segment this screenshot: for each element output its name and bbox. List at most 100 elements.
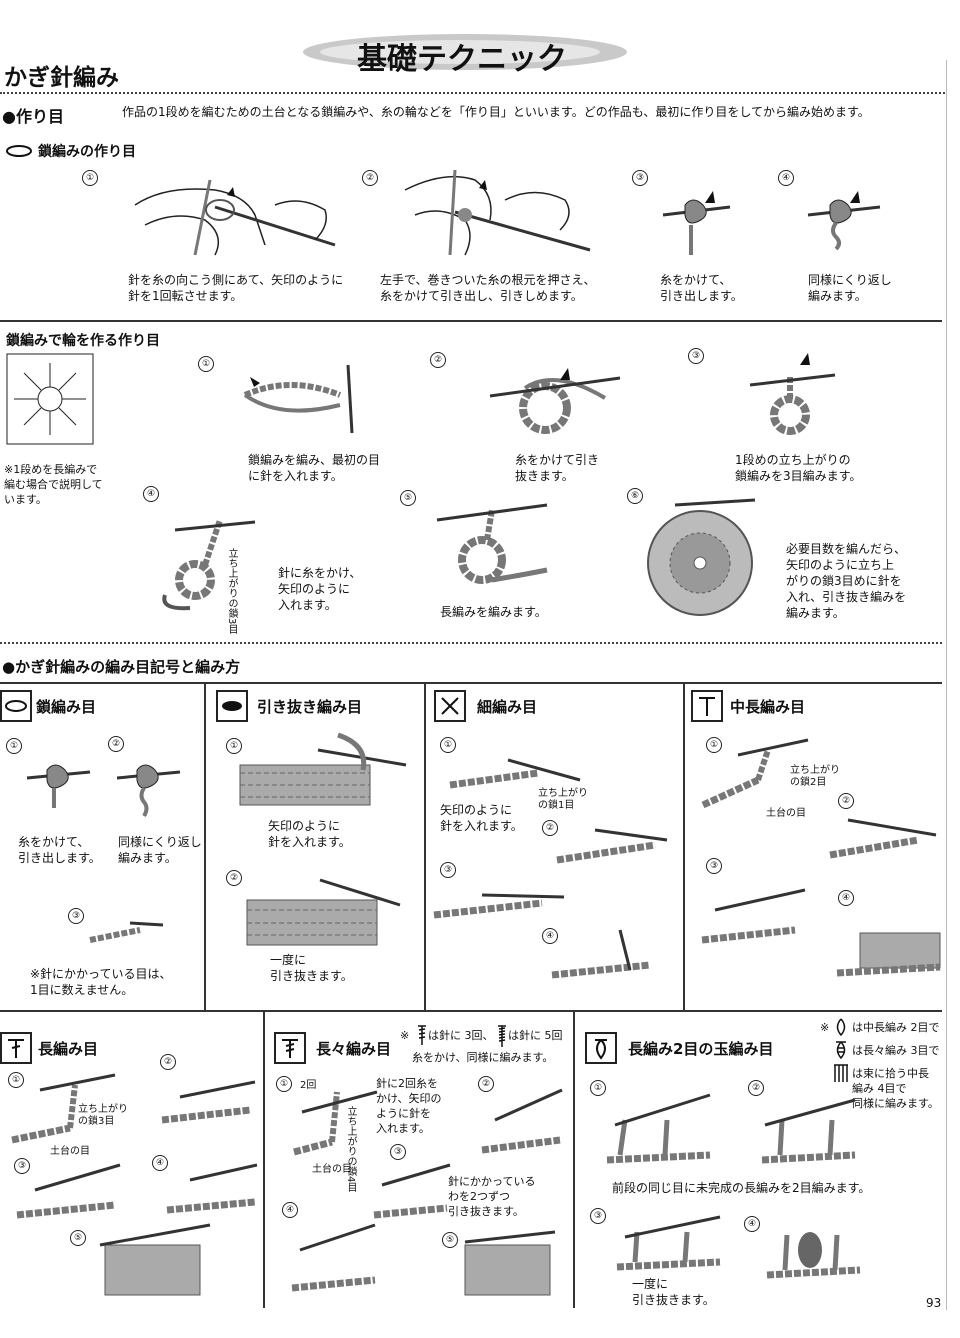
bobble-step-4-illustration [766,1232,861,1279]
double-step-4-illustration [166,1163,258,1214]
ring-step-2-text: 糸をかけて引き 抜きます。 [515,453,600,483]
half-double-label-base: 土台の目 [766,808,806,819]
half-double-step-1-illustration [701,738,809,809]
half-double-stitch-title: 中長編み目 [730,698,806,716]
treble-step-3-text: 針にかかっている わを2つずつ 引き抜きます。 [448,1175,536,1218]
double-step-3-illustration [16,1163,121,1219]
single-stitch-title: 細編み目 [477,698,538,716]
slip-stitch-symbol [216,690,248,722]
hand-pull-illustration [404,169,591,256]
ring-step-6-text: 必要目数を編んだら、 矢印のように立ち上 がりの鎖3目めに針を 入れ、引き抜き編… [786,542,907,620]
bobble-mid-text: 前段の同じ目に未完成の長編みを2目編みます。 [612,1181,871,1195]
ring-step-4-illustration [162,519,256,611]
chain-stitch-note: ※針にかかっている目は、 1目に数えません。 [30,967,172,997]
grid-divider [683,682,685,1010]
step-number: ② [108,736,124,752]
bobble-note-1: は中長編み 2目で [852,1021,940,1034]
page-edge [946,60,947,1310]
foundation-heading: ●作り目 [2,107,64,126]
ring-step-1-illustration [243,364,354,434]
step-number: ④ [778,170,794,186]
chain-stitch-step-2-illustration [116,764,181,818]
ring-step-6-illustration [647,498,756,616]
step-number: ③ [632,170,648,186]
step-number: ① [6,738,22,754]
chain-stitch-step-3-illustration [89,921,164,943]
step-number: ⑤ [400,490,416,506]
step-number: ⑥ [627,488,643,504]
double-stitch-title: 長編み目 [38,1040,99,1058]
half-double-stitch-symbol [691,690,723,722]
step-number: ① [198,356,214,372]
chain-stitch-symbol [0,690,32,722]
chain-repeat-illustration [807,191,881,251]
treble-step-5-illustration [464,1230,556,1296]
ring-step-3-illustration [749,353,836,435]
step-number: ③ [706,858,722,874]
step-number: ③ [14,1158,30,1174]
ring-step-3-text: 1段めの立ち上がりの 鎖編みを3目編みます。 [735,453,862,483]
t-slash-symbol-icon [8,1039,24,1058]
step-number: ② [542,820,558,836]
double-step-1-illustration [11,1073,116,1144]
step-number: ① [590,1080,606,1096]
double-label-chain: 立ち上がり の鎖3目 [78,1104,128,1127]
single-stitch-step-2-illustration [556,828,668,864]
chain-pull-illustration [662,191,731,255]
single-stitch-step-1-illustration [449,758,581,789]
double-label-base: 土台の目 [50,1146,90,1157]
slip-stitch-step-1-text: 矢印のように 針を入れます。 [268,819,351,849]
step-number: ② [478,1076,494,1092]
single-stitch-symbol [434,690,466,722]
slip-stitch-step-2-illustration [246,878,401,946]
step-number: ② [160,1054,176,1070]
treble-note-line2: 糸をかけ、同様に編みます。 [412,1051,554,1064]
ring-step-4-side-label: 立ち上がりの鎖3目 [226,548,237,635]
chain-symbol-icon [5,700,27,712]
step-number: ① [440,737,456,753]
bobble-symbol-icon [595,1039,607,1060]
step-number: ① [226,738,242,754]
grid-divider [424,682,426,1010]
chain-stitch-step-2-text: 同様にくり返し 編みます。 [118,835,202,865]
grid-divider [573,1010,575,1308]
foundation-intro: 作品の1段めを編むための土台となる鎖編みや、糸の輪などを「作り目」といいます。ど… [122,105,870,119]
treble-step-1-illustration [293,1090,378,1156]
section-divider [0,320,942,322]
step-number: ③ [440,862,456,878]
ring-step-4-text: 針に糸をかけ、 矢印のように 入れます。 [278,566,362,612]
bobble-step-3-illustration [616,1215,721,1271]
treble-side-label: 立ち上がりの鎖4目 [345,1106,356,1193]
step-number: ④ [282,1202,298,1218]
single-stitch-step-4-illustration [551,929,651,979]
half-double-step-2-illustration [829,818,937,859]
step-number: ④ [744,1216,760,1232]
slip-stitch-title: 引き抜き編み目 [257,698,363,716]
step-number: ① [82,170,98,186]
step-number: ③ [688,348,704,364]
step-number: ② [430,352,446,368]
chain-stitch-step-1-illustration [26,764,91,808]
step-number: ② [226,870,242,886]
ring-step-5-text: 長編みを編みます。 [440,605,547,619]
bobble-step-3-text: 一度に 引き抜きます。 [632,1277,715,1307]
step-number: ④ [152,1155,168,1171]
hand-wrap-illustration [134,179,336,256]
bobble-note-2: は長々編み 3目で [852,1044,940,1057]
double-step-5-illustration [99,1223,211,1296]
half-double-step-3-illustration [701,888,806,944]
x-symbol-icon [441,697,459,715]
ring-step-1-text: 鎖編みを編み、最初の目 に針を入れます。 [248,453,381,483]
quintuple-treble-symbol-icon [498,1025,506,1047]
treble-step-3-illustration [373,1163,451,1219]
half-double-step-4-illustration [836,932,941,977]
bobble-note-mark: ※ [820,1021,830,1034]
step-number: ④ [143,486,159,502]
step-number: ① [8,1072,24,1088]
banner-title: 基礎テクニック [357,42,567,77]
step-number: ④ [838,890,854,906]
ring-step-5-illustration [436,503,548,584]
bobble-stitch-symbol [585,1032,617,1064]
double-stitch-symbol [0,1032,32,1064]
treble-note-b: は針に 5回 [508,1029,563,1042]
